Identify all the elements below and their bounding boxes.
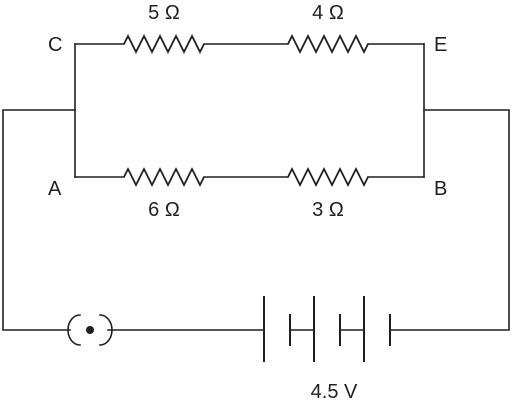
- resistor-6-ohm: [123, 166, 205, 188]
- outer-right-wire: [389, 109, 510, 331]
- branch-bottom: [74, 166, 425, 188]
- resistor-3-ohm: [287, 166, 369, 188]
- key-left-bracket: [67, 314, 81, 346]
- resistor-label-6-ohm: 6 Ω: [148, 199, 180, 221]
- key-symbol: [67, 314, 113, 346]
- resistor-5-ohm: [123, 33, 205, 55]
- outer-left-wire: [2, 109, 76, 331]
- node-label-c: C: [48, 34, 62, 56]
- battery-voltage-label: 4.5 V: [311, 381, 358, 403]
- resistor-label-4-ohm: 4 Ω: [312, 2, 344, 24]
- resistor-label-5-ohm: 5 Ω: [148, 2, 180, 24]
- key-dot: [86, 326, 94, 334]
- node-label-e: E: [434, 34, 447, 56]
- branch-top: [74, 33, 425, 55]
- node-label-a: A: [48, 178, 62, 200]
- battery-symbol: [263, 296, 391, 362]
- resistor-4-ohm: [287, 33, 369, 55]
- node-label-b: B: [434, 178, 447, 200]
- resistor-label-3-ohm: 3 Ω: [312, 199, 344, 221]
